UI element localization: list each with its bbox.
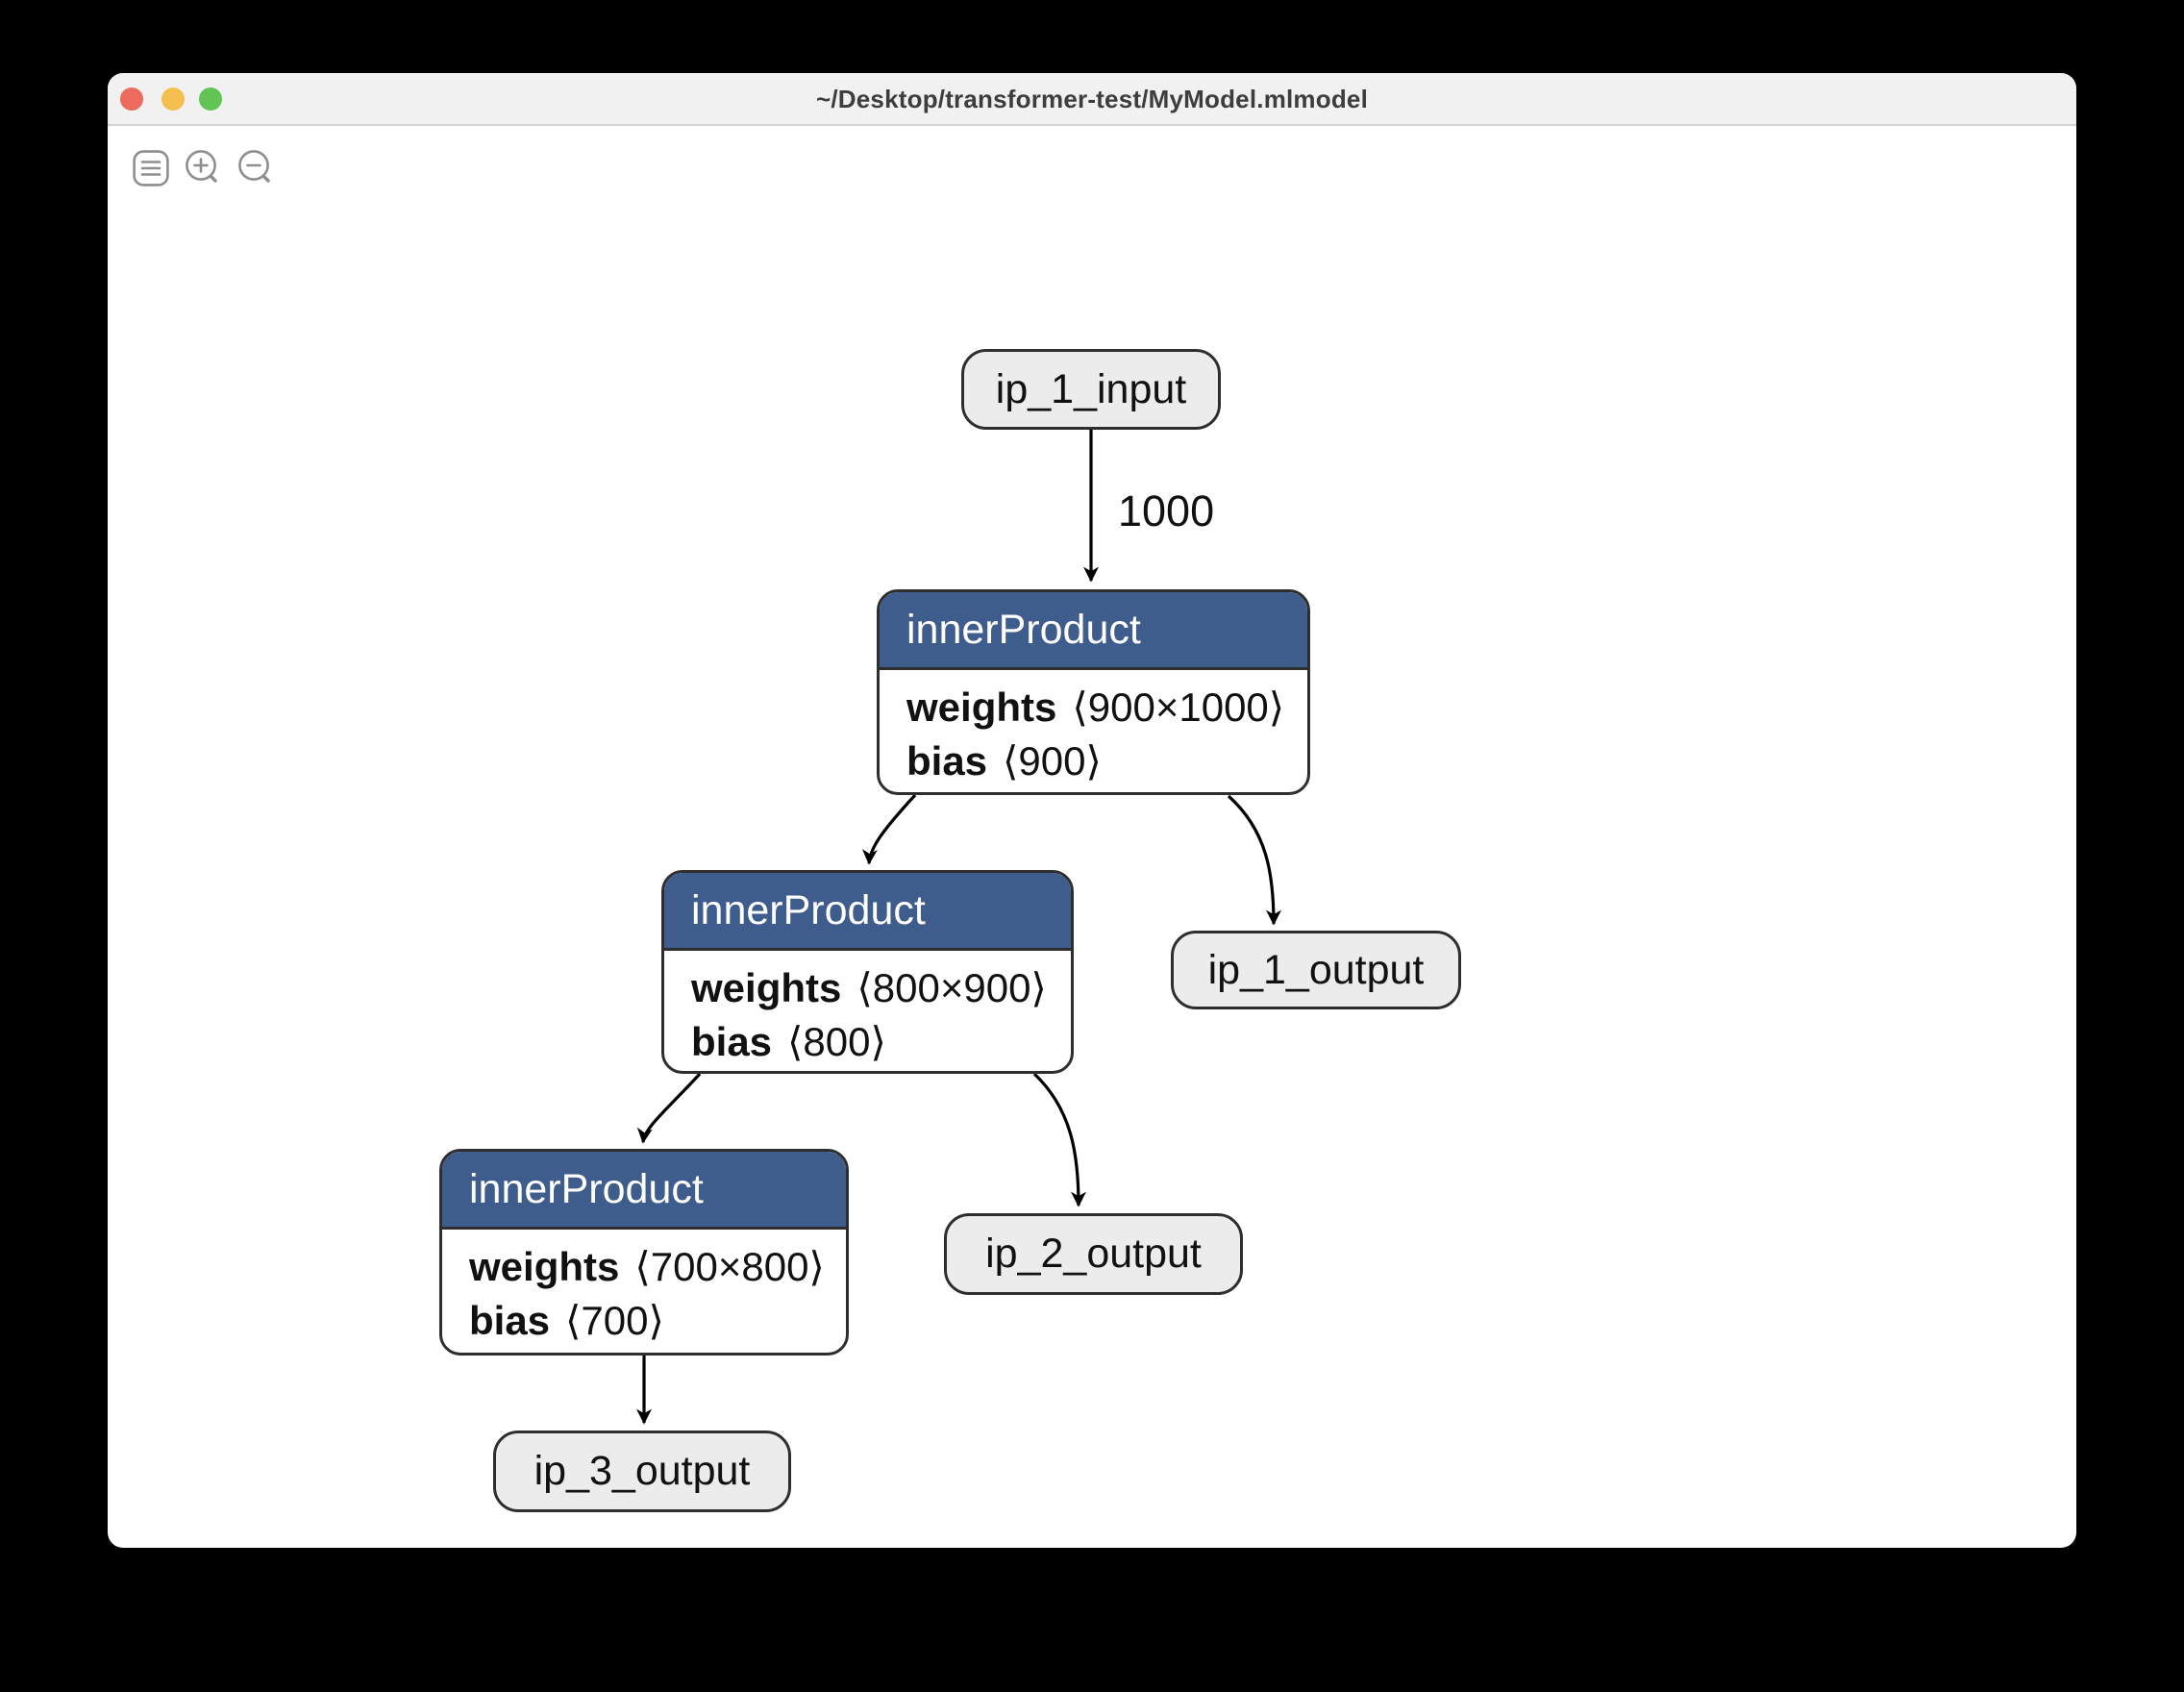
attr-bias: bias ⟨700⟩ bbox=[469, 1294, 819, 1348]
menu-button[interactable] bbox=[133, 150, 169, 187]
attr-value: ⟨800×900⟩ bbox=[856, 965, 1047, 1010]
attr-name: weights bbox=[691, 965, 842, 1010]
zoom-out-icon bbox=[236, 149, 275, 187]
fullscreen-button[interactable] bbox=[199, 87, 222, 111]
edge-label-1000: 1000 bbox=[1118, 486, 1215, 535]
attr-value: ⟨900×1000⟩ bbox=[1072, 684, 1285, 730]
attr-weights: weights ⟨900×1000⟩ bbox=[906, 681, 1284, 734]
attr-value: ⟨700⟩ bbox=[565, 1298, 664, 1343]
node-label: ip_1_output bbox=[1207, 946, 1425, 993]
edge-inner2-to-inner3 bbox=[636, 1072, 702, 1144]
layer-attributes: weights ⟨700×800⟩ bias ⟨700⟩ bbox=[442, 1230, 846, 1348]
attr-bias: bias ⟨900⟩ bbox=[906, 734, 1280, 788]
attr-value: ⟨900⟩ bbox=[1003, 738, 1102, 784]
app-window: ~/Desktop/transformer-test/MyModel.mlmod… bbox=[108, 73, 2076, 1548]
node-ip-1-input[interactable]: ip_1_input bbox=[961, 349, 1221, 430]
node-label: ip_1_input bbox=[995, 365, 1187, 412]
layer-type-header: innerProduct bbox=[880, 592, 1307, 670]
attr-name: weights bbox=[469, 1244, 620, 1289]
edge-inner2-to-ip2out bbox=[1032, 1072, 1086, 1207]
titlebar: ~/Desktop/transformer-test/MyModel.mlmod… bbox=[108, 73, 2076, 126]
node-label: ip_2_output bbox=[985, 1231, 1202, 1277]
sidebar-menu-icon bbox=[133, 150, 169, 187]
edge-inner1-to-ip1out bbox=[1227, 794, 1281, 926]
node-ip-2-output[interactable]: ip_2_output bbox=[944, 1213, 1243, 1295]
layer-attributes: weights ⟨800×900⟩ bias ⟨800⟩ bbox=[664, 951, 1071, 1069]
node-ip-1-output[interactable]: ip_1_output bbox=[1171, 931, 1461, 1009]
model-graph-canvas[interactable]: 1000 ip_1_input innerProduct weights ⟨900… bbox=[108, 73, 2076, 1548]
attr-value: ⟨700×800⟩ bbox=[634, 1244, 825, 1289]
attr-name: bias bbox=[691, 1019, 773, 1064]
attr-name: bias bbox=[906, 738, 988, 784]
window-title: ~/Desktop/transformer-test/MyModel.mlmod… bbox=[815, 85, 1368, 113]
layer-type-header: innerProduct bbox=[664, 873, 1071, 951]
zoom-in-icon bbox=[184, 149, 222, 187]
zoom-out-button[interactable] bbox=[236, 149, 275, 187]
attr-weights: weights ⟨800×900⟩ bbox=[691, 961, 1047, 1015]
close-button[interactable] bbox=[120, 87, 143, 111]
node-label: ip_3_output bbox=[534, 1448, 751, 1494]
minimize-button[interactable] bbox=[161, 87, 185, 111]
attr-name: bias bbox=[469, 1298, 551, 1343]
attr-value: ⟨800⟩ bbox=[787, 1019, 886, 1064]
attr-bias: bias ⟨800⟩ bbox=[691, 1015, 1044, 1069]
attr-weights: weights ⟨700×800⟩ bbox=[469, 1240, 825, 1294]
toolbar bbox=[108, 126, 2076, 193]
zoom-in-button[interactable] bbox=[184, 149, 222, 187]
attr-name: weights bbox=[906, 684, 1057, 730]
node-inner-product-1[interactable]: innerProduct weights ⟨900×1000⟩ bias ⟨900⟩ bbox=[877, 589, 1310, 795]
node-inner-product-3[interactable]: innerProduct weights ⟨700×800⟩ bias ⟨700⟩ bbox=[439, 1149, 849, 1356]
graph-edges bbox=[636, 430, 1281, 1425]
layer-attributes: weights ⟨900×1000⟩ bias ⟨900⟩ bbox=[880, 670, 1307, 788]
node-inner-product-2[interactable]: innerProduct weights ⟨800×900⟩ bias ⟨800⟩ bbox=[661, 870, 1074, 1074]
node-ip-3-output[interactable]: ip_3_output bbox=[493, 1431, 791, 1512]
layer-type-header: innerProduct bbox=[442, 1152, 846, 1230]
edge-inner1-to-inner2 bbox=[861, 793, 917, 865]
